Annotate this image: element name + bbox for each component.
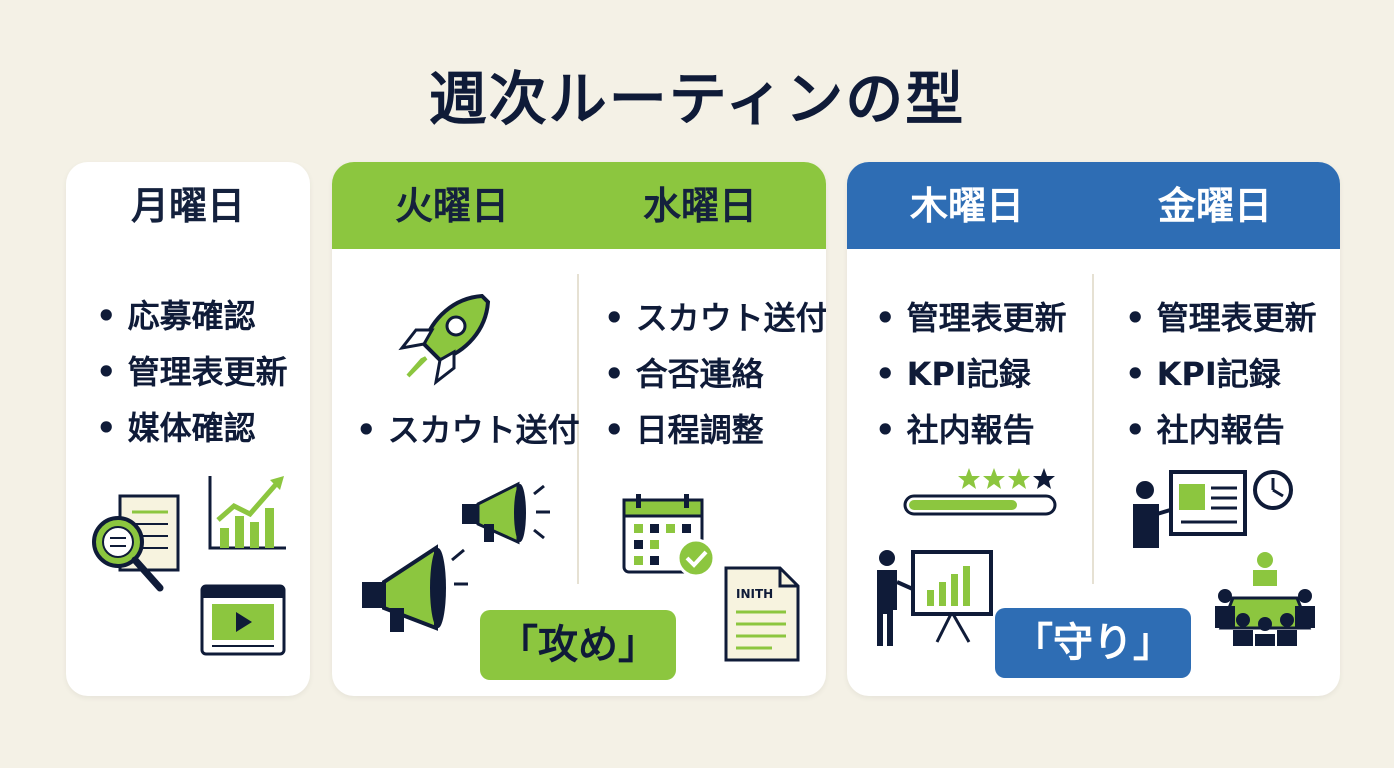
column-divider	[1092, 274, 1094, 584]
thursday-friday-card: 木曜日 金曜日 管理表更新 KPI記録 社内報告 管理表更新 KPI記録 社内報…	[847, 162, 1340, 696]
wednesday-heading: 水曜日	[642, 184, 757, 228]
list-item: 管理表更新	[96, 344, 288, 400]
growth-chart-icon	[208, 476, 286, 550]
tuesday-task-list: スカウト送付	[356, 402, 580, 458]
document-icon-label: INITH	[736, 587, 773, 601]
presentation-icon	[877, 550, 993, 646]
rocket-icon	[398, 293, 491, 386]
monday-card: 月曜日 応募確認 管理表更新 媒体確認	[66, 162, 310, 696]
teacher-board-icon	[1133, 470, 1293, 548]
wednesday-task-list: スカウト送付 合否連絡 日程調整	[604, 290, 826, 458]
monday-heading: 月曜日	[130, 184, 245, 228]
thursday-heading: 木曜日	[909, 184, 1024, 228]
megaphone-icon	[362, 544, 468, 632]
tuesday-wednesday-card: 火曜日 水曜日 スカウト送付 スカウト送付 合否連絡 日程調整	[332, 162, 826, 696]
friday-task-list: 管理表更新 KPI記録 社内報告	[1125, 290, 1317, 458]
page-title: 週次ルーティンの型	[428, 65, 966, 133]
meeting-icon	[1215, 552, 1315, 646]
list-item: 社内報告	[1125, 402, 1317, 458]
thursday-task-list: 管理表更新 KPI記録 社内報告	[875, 290, 1067, 458]
list-item: スカウト送付	[604, 290, 826, 346]
attack-header-band	[332, 162, 826, 249]
megaphone-icon	[462, 481, 550, 545]
list-item: 合否連絡	[604, 346, 826, 402]
list-item: 管理表更新	[875, 290, 1067, 346]
list-item: スカウト送付	[356, 402, 580, 458]
progress-rating-icon	[903, 468, 1057, 516]
defense-header-band	[847, 162, 1340, 249]
defense-label: 「守り」	[995, 608, 1191, 678]
list-item: KPI記録	[1125, 346, 1317, 402]
magnifier-document-icon	[92, 494, 180, 592]
friday-heading: 金曜日	[1157, 184, 1272, 228]
list-item: KPI記録	[875, 346, 1067, 402]
list-item: 社内報告	[875, 402, 1067, 458]
document-icon: INITH	[724, 566, 800, 662]
list-item: 管理表更新	[1125, 290, 1317, 346]
list-item: 応募確認	[96, 288, 288, 344]
calendar-check-icon	[622, 494, 716, 578]
video-player-icon	[200, 584, 286, 656]
tuesday-heading: 火曜日	[394, 184, 509, 228]
list-item: 日程調整	[604, 402, 826, 458]
attack-label: 「攻め」	[480, 610, 676, 680]
list-item: 媒体確認	[96, 400, 288, 456]
monday-task-list: 応募確認 管理表更新 媒体確認	[96, 288, 288, 456]
